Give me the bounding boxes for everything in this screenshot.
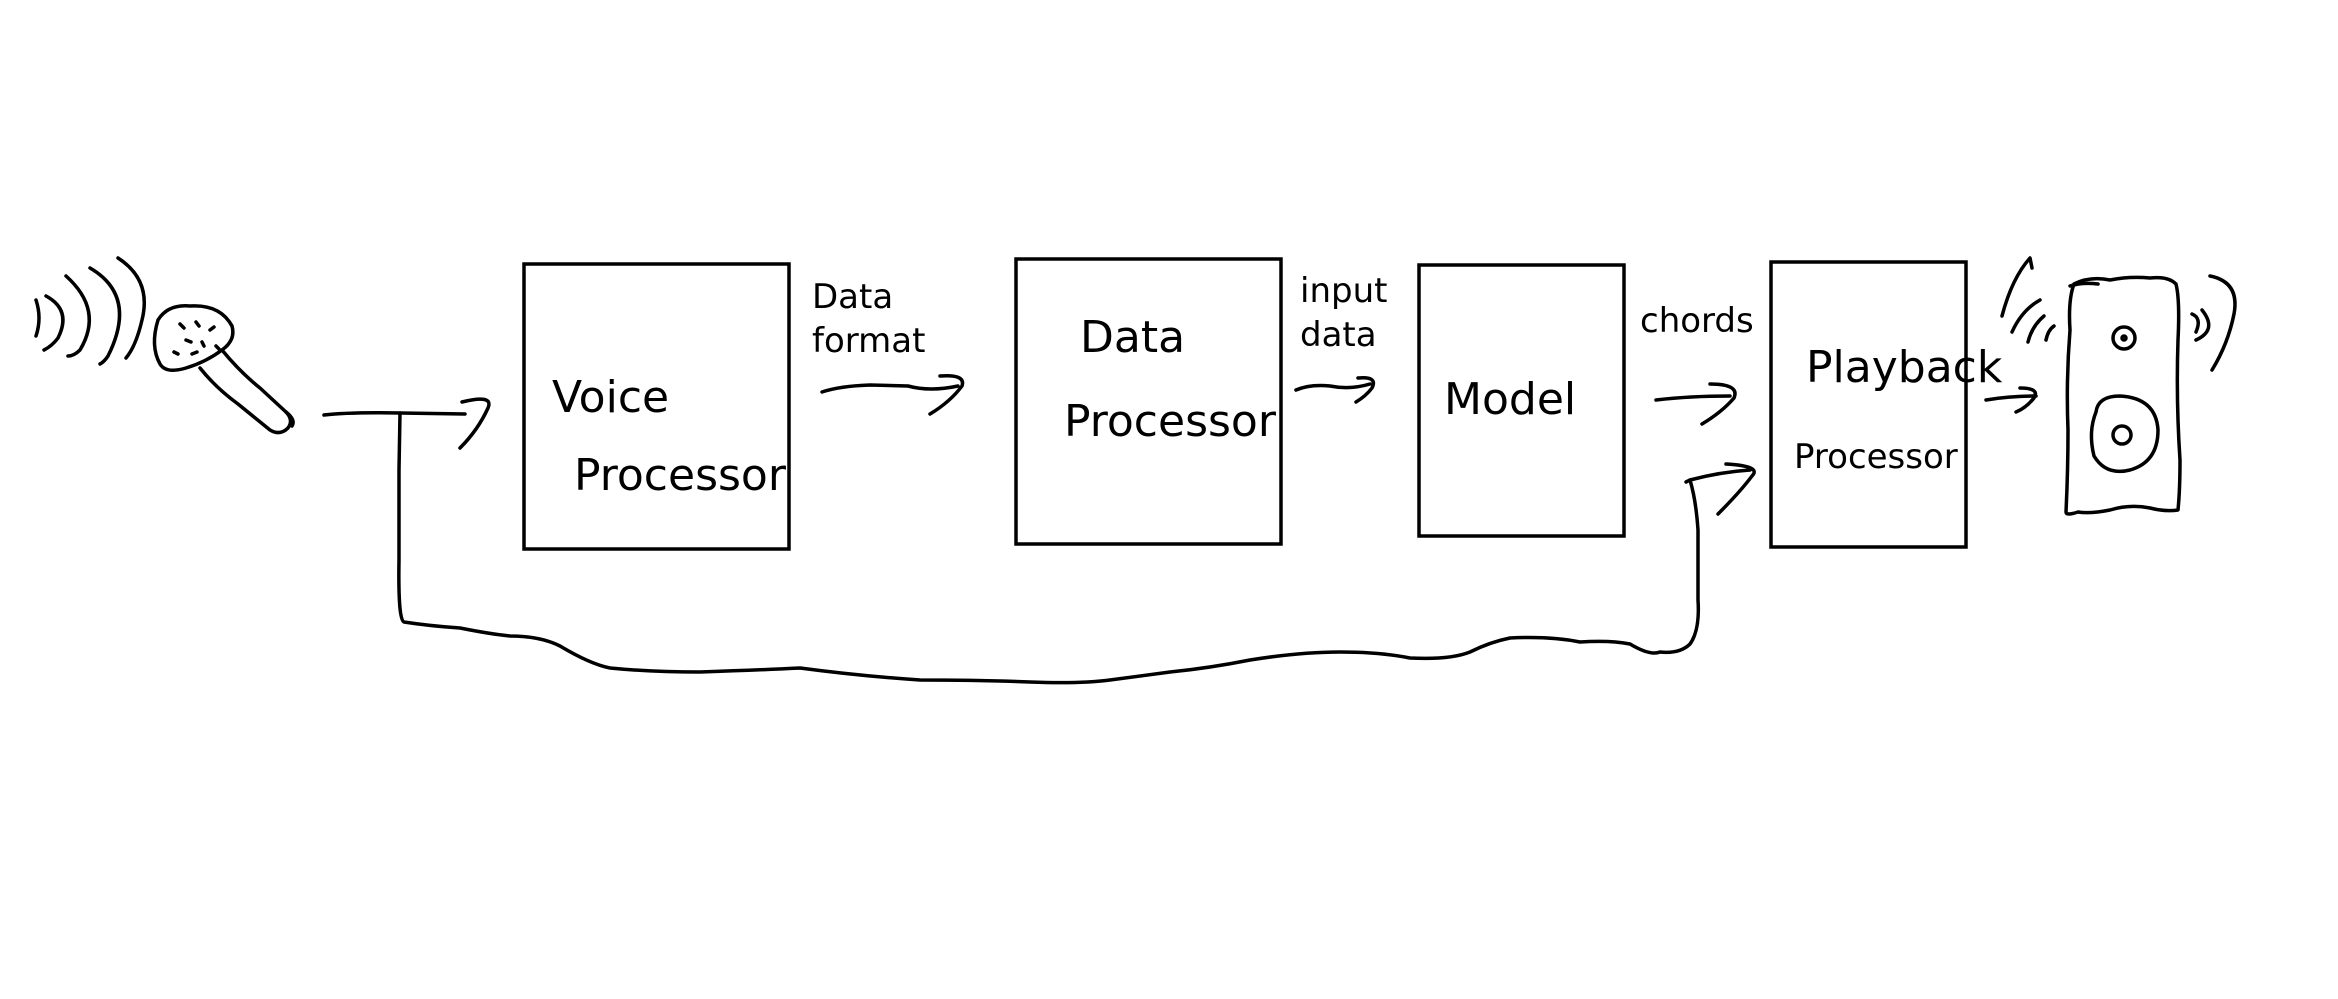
- model-label: Model: [1444, 374, 1576, 425]
- speaker-icon: [2000, 256, 2237, 516]
- edge-label-model-playback: chords: [1640, 301, 1754, 341]
- voice-processor-block: Voice Processor: [522, 262, 791, 551]
- data-processor-label-line1: Data: [1080, 312, 1185, 363]
- voice-processor-label-line2: Processor: [574, 450, 787, 501]
- model-block: Model: [1417, 263, 1626, 538]
- edge-label-data-model-line1: input: [1300, 271, 1387, 311]
- bypass-wire: [397, 411, 1756, 685]
- microphone-icon: [34, 256, 295, 435]
- playback-processor-label-line2: Processor: [1794, 437, 1958, 477]
- edge-data-to-model: input data: [1294, 271, 1387, 404]
- edge-voice-to-data: Data format: [812, 277, 965, 416]
- edge-label-voice-data-line1: Data: [812, 277, 893, 317]
- playback-processor-block: Playback Processor: [1769, 260, 2003, 549]
- edge-label-data-model-line2: data: [1300, 315, 1377, 355]
- data-processor-block: Data Processor: [1014, 257, 1283, 546]
- edge-model-to-playback: chords: [1640, 301, 1754, 426]
- arrow-mic-to-voice: [322, 397, 491, 450]
- arrow-playback-to-speaker: [1984, 386, 2038, 414]
- playback-processor-label-line1: Playback: [1806, 342, 2003, 393]
- data-processor-label-line2: Processor: [1064, 396, 1277, 447]
- edge-label-voice-data-line2: format: [812, 321, 925, 361]
- voice-processor-label-line1: Voice: [552, 372, 669, 423]
